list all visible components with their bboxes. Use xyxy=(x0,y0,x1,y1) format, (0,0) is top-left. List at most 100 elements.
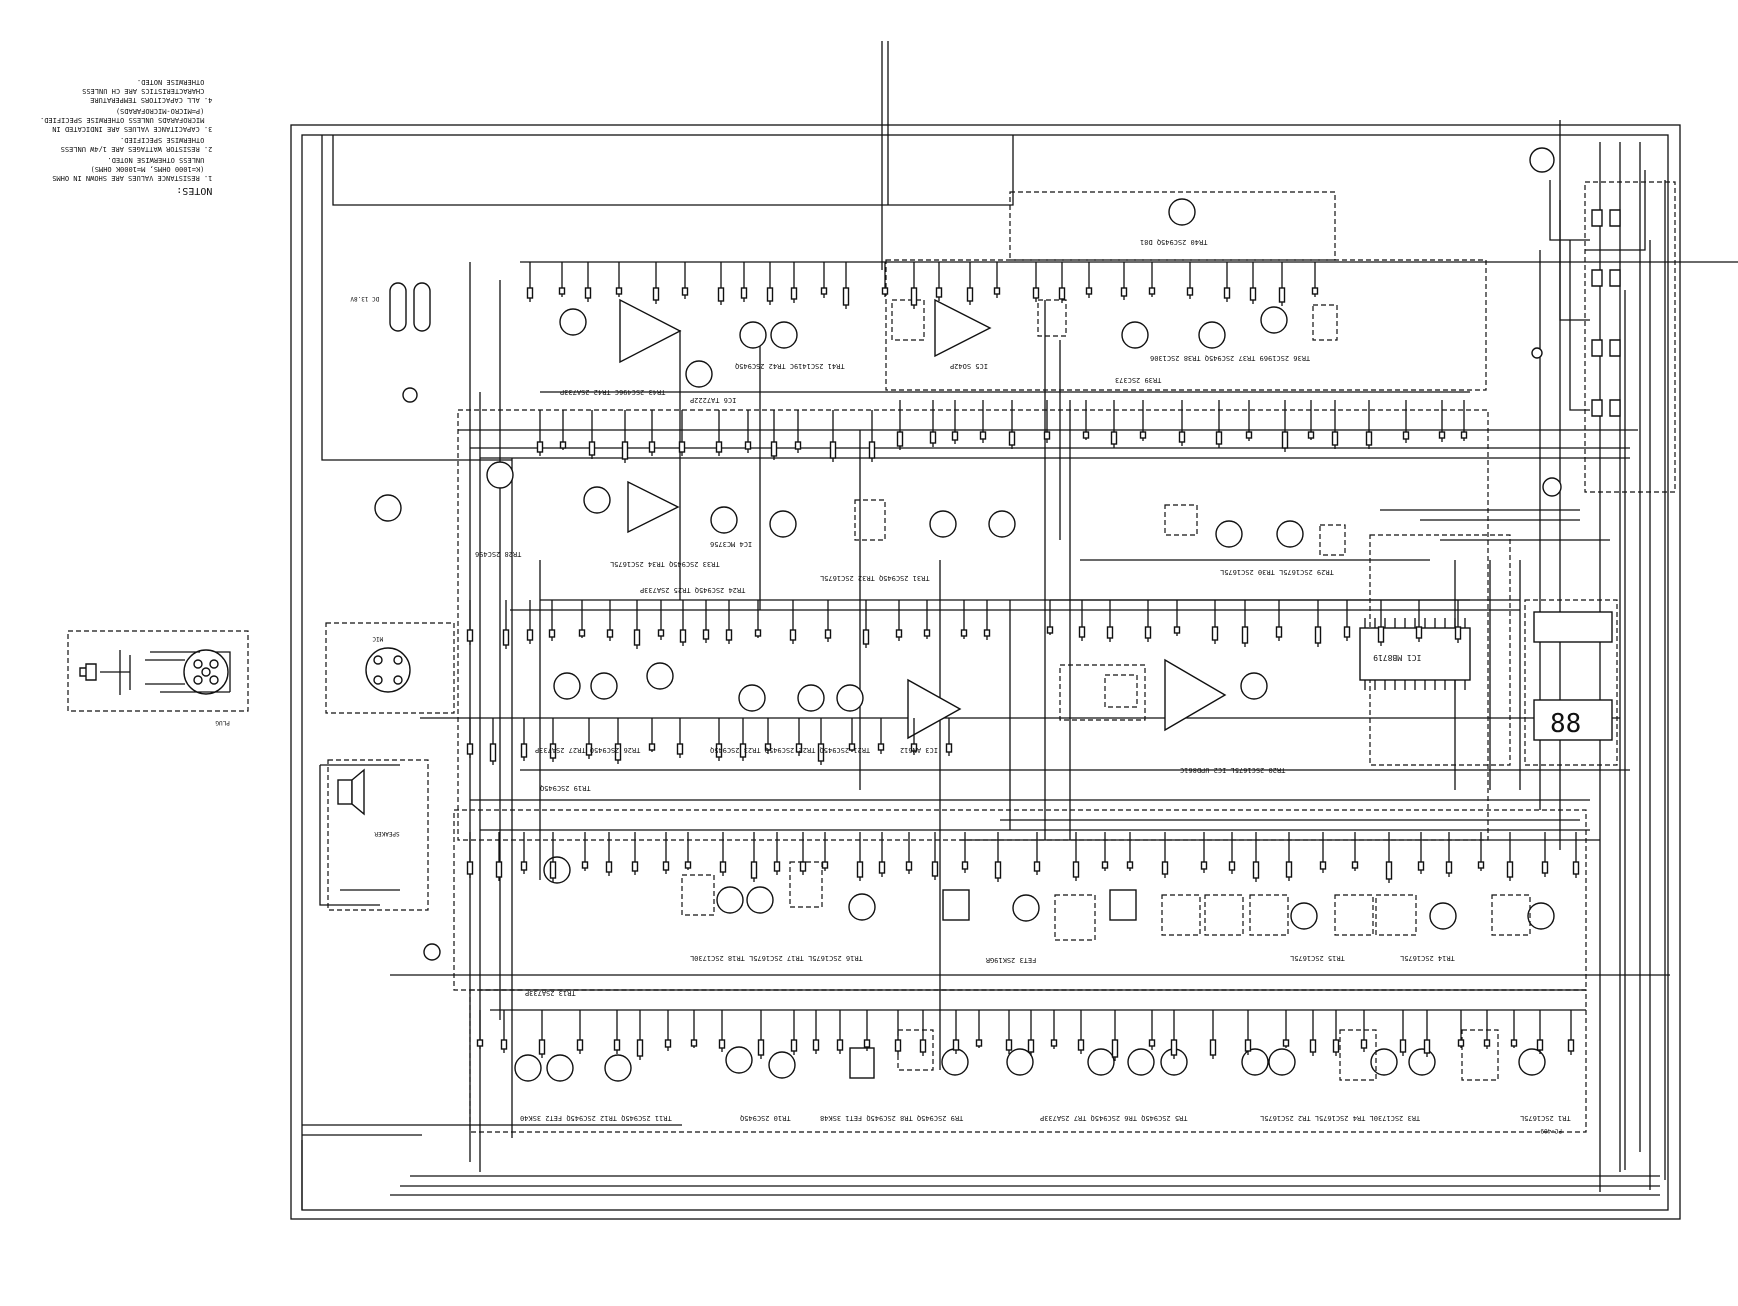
resistor-body xyxy=(1200,861,1208,870)
resistor-body xyxy=(715,441,723,453)
resistor-body xyxy=(895,629,903,638)
resistor-body xyxy=(1351,861,1359,869)
pll-ic: IC1 MB8719 88 xyxy=(1359,611,1613,741)
resistor-body xyxy=(1282,1039,1290,1047)
label-row5-f: TR1 2SC1675L xyxy=(1520,1114,1571,1122)
mic-label: MIC xyxy=(372,635,383,642)
resistor-body xyxy=(1332,1039,1340,1053)
resistor-body xyxy=(1423,1039,1431,1054)
resistor-body xyxy=(1186,287,1194,296)
resistor-body xyxy=(983,629,991,637)
resistor-body xyxy=(829,441,837,459)
resistor-body xyxy=(896,431,904,447)
resistor-body xyxy=(1331,431,1339,446)
resistor-body xyxy=(1536,1039,1544,1051)
resistor-body xyxy=(910,287,918,306)
resistor-body xyxy=(910,743,918,752)
component-marks xyxy=(466,262,1580,1061)
ic1-label: IC1 MB8719 xyxy=(1373,653,1421,662)
label-fet3: FET3 2SK19GR xyxy=(985,956,1036,964)
resistor-body xyxy=(476,1039,484,1047)
resistor-body xyxy=(664,1039,672,1048)
bus-wires xyxy=(390,261,1738,1011)
resistor-body xyxy=(605,861,613,873)
resistor-body xyxy=(931,861,939,877)
label-row2-mid2: TR24 2SC945Q TR25 2SA733P xyxy=(640,586,745,594)
note-line: (K=1000 OHMS, M=1000K OHMS) xyxy=(91,165,205,173)
resistor-body xyxy=(1209,1039,1217,1056)
resistor-body xyxy=(1211,626,1219,641)
resistor-body xyxy=(526,629,534,641)
label-row-top-mid: TR41 2SC1419C TR42 2SC945Q xyxy=(735,362,845,370)
resistor-body xyxy=(817,743,825,762)
resistor-body xyxy=(1033,861,1041,872)
resistor-body xyxy=(1144,626,1152,639)
resistor-body xyxy=(1148,287,1156,295)
resistor-body xyxy=(1278,287,1286,303)
resistor-body xyxy=(1377,626,1385,643)
resistor-body xyxy=(905,861,913,871)
resistor-body xyxy=(1438,431,1446,439)
part-labels: TR43 2SC496C TR42 2SA733P IC6 TA7222P TR… xyxy=(475,238,1571,1134)
resistor-body xyxy=(1005,1039,1013,1051)
resistor-body xyxy=(526,287,534,299)
resistor-body xyxy=(820,287,828,295)
resistor-body xyxy=(1101,861,1109,869)
resistor-body xyxy=(1077,1039,1085,1051)
resistor-body xyxy=(500,1039,508,1050)
right-connectors xyxy=(1529,147,1646,497)
resistor-body xyxy=(466,861,474,875)
resistor-body xyxy=(770,441,778,457)
label-row-top-right: TR36 2SC1969 TR37 2SC945Q TR38 2SC1306 xyxy=(1150,354,1310,362)
resistor-body xyxy=(1228,861,1236,871)
resistor-body xyxy=(717,287,725,302)
resistor-body xyxy=(750,861,758,879)
resistor-body xyxy=(606,629,614,638)
resistor-body xyxy=(725,629,733,641)
label-row2-mid: TR31 2SC945Q TR32 2SC1675L xyxy=(820,574,930,582)
label-row2-right: TR29 2SC1675L TR30 2SC1675L xyxy=(1220,568,1334,576)
resistor-body xyxy=(764,743,772,751)
resistor-body xyxy=(702,629,710,640)
resistor-body xyxy=(773,861,781,872)
resistor-body xyxy=(789,629,797,641)
resistor-body xyxy=(824,629,832,639)
resistor-body xyxy=(1249,287,1257,301)
channel-display: 88 xyxy=(1550,709,1581,739)
resistor-body xyxy=(975,1039,983,1047)
resistor-body xyxy=(621,441,629,460)
resistor-body xyxy=(1050,1039,1058,1047)
resistor-body xyxy=(495,861,503,878)
resistor-body xyxy=(1402,431,1410,440)
resistor-body xyxy=(935,287,943,298)
resistor-body xyxy=(1170,1039,1178,1056)
notes-block: NOTES: 1. RESISTANCE VALUES ARE SHOWN IN… xyxy=(40,78,212,196)
resistor-body xyxy=(863,1039,871,1048)
resistor-body xyxy=(919,1039,927,1053)
note-line: 1. RESISTANCE VALUES ARE SHOWN IN OHMS xyxy=(52,174,212,182)
resistor-body xyxy=(489,743,497,762)
resistor-body xyxy=(1567,1039,1575,1052)
resistor-body xyxy=(881,287,889,295)
resistor-body xyxy=(862,629,870,645)
resistor-body xyxy=(679,629,687,643)
resistor-body xyxy=(1032,287,1040,299)
resistor-body xyxy=(1043,431,1051,440)
resistor-body xyxy=(1445,861,1453,874)
label-tr19: TR19 2SC945Q xyxy=(540,784,591,792)
note-line: UNLESS OTHERWISE NOTED. xyxy=(107,156,204,164)
resistor-body xyxy=(1417,861,1425,871)
ic-amplifiers xyxy=(619,298,1227,740)
resistor-body xyxy=(681,287,689,296)
label-row5-e: TR3 2SC1730L TR4 2SC1675L TR2 2SC1675L xyxy=(1260,1114,1420,1122)
label-ic6: IC6 TA7222P xyxy=(690,396,736,404)
label-ic3: IC3 AN612 xyxy=(900,746,938,754)
resistor-body xyxy=(559,441,567,449)
resistor-body xyxy=(1506,861,1514,878)
resistor-body xyxy=(1457,1039,1465,1047)
resistor-body xyxy=(878,861,886,874)
resistor-body xyxy=(1483,1039,1491,1047)
note-line: OTHERWISE NOTED. xyxy=(137,78,204,86)
resistor-body xyxy=(1460,431,1468,439)
label-row4-left: TR16 2SC1675L TR17 2SC1675L TR18 2SC1730… xyxy=(690,954,863,962)
